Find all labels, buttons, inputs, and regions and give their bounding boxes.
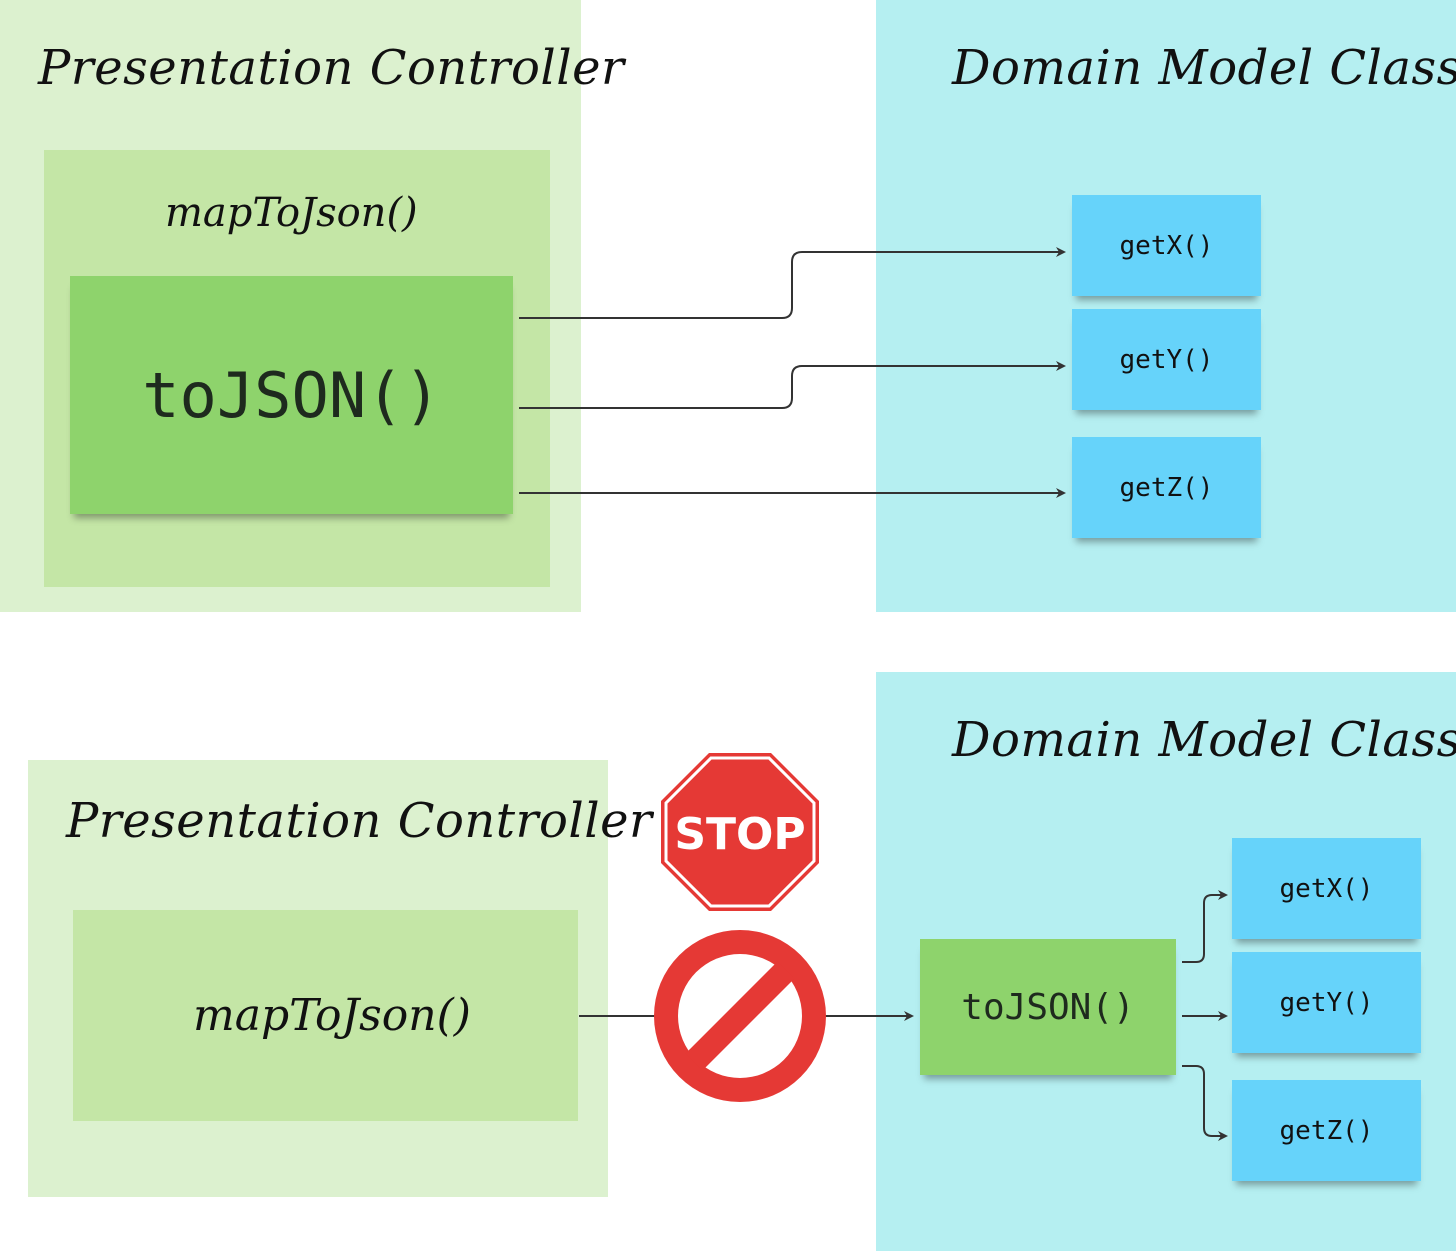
bottom-getz-label: getZ() xyxy=(1279,1115,1374,1146)
top-getx-sticky: getX() xyxy=(1072,195,1261,296)
bottom-getx-label: getX() xyxy=(1279,873,1374,904)
bottom-connector-getx xyxy=(1182,890,1228,963)
top-connector-gety xyxy=(519,361,1066,409)
bottom-getx-sticky: getX() xyxy=(1232,838,1421,939)
bottom-maptojson-box xyxy=(73,910,578,1121)
bottom-domain-title: Domain Model Class xyxy=(952,712,1456,768)
top-presentation-title: Presentation Controller xyxy=(38,40,625,96)
stop-sign-text: STOP xyxy=(674,809,805,860)
bottom-gety-label: getY() xyxy=(1279,987,1374,1018)
bottom-connector-getz xyxy=(1182,1065,1228,1141)
top-gety-label: getY() xyxy=(1119,344,1214,375)
top-tojson-label: toJSON() xyxy=(142,358,441,432)
top-domain-title: Domain Model Class xyxy=(952,40,1456,96)
no-entry-icon xyxy=(654,930,826,1102)
stop-sign-icon: STOP xyxy=(654,746,826,918)
bottom-tojson-label: toJSON() xyxy=(961,986,1135,1028)
bottom-gety-sticky: getY() xyxy=(1232,952,1421,1053)
top-tojson-sticky: toJSON() xyxy=(70,276,513,514)
bottom-tojson-sticky: toJSON() xyxy=(920,939,1176,1075)
top-getx-label: getX() xyxy=(1119,230,1214,261)
bottom-presentation-title: Presentation Controller xyxy=(66,793,653,849)
top-gety-sticky: getY() xyxy=(1072,309,1261,410)
bottom-getz-sticky: getZ() xyxy=(1232,1080,1421,1181)
top-getz-sticky: getZ() xyxy=(1072,437,1261,538)
top-maptojson-label: mapToJson() xyxy=(165,190,418,236)
top-connector-getx xyxy=(519,247,1066,319)
bottom-maptojson-label: mapToJson() xyxy=(193,990,471,1041)
top-getz-label: getZ() xyxy=(1119,472,1214,503)
